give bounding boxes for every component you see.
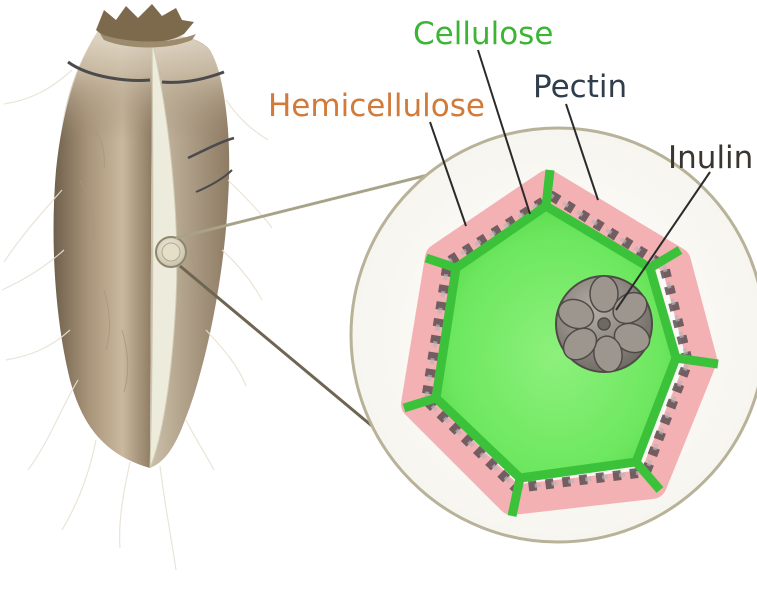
pectin-label: Pectin <box>533 69 628 105</box>
cellulose-wall <box>431 201 681 483</box>
root-crown <box>96 4 194 43</box>
hemicellulose-layer <box>401 170 717 515</box>
inulin-leader <box>615 171 711 311</box>
leader-lines <box>429 49 711 311</box>
root-illustration <box>1 4 273 571</box>
cellulose-label: Cellulose <box>413 16 554 52</box>
pectin-layer <box>421 191 693 493</box>
pectin-leader <box>565 103 599 201</box>
hemicellulose-leader <box>429 121 467 227</box>
cellulose-leader <box>477 49 531 215</box>
hemicellulose-label: Hemicellulose <box>268 88 485 124</box>
inulin-label: Inulin <box>668 140 754 176</box>
cytoplasm <box>436 206 676 478</box>
